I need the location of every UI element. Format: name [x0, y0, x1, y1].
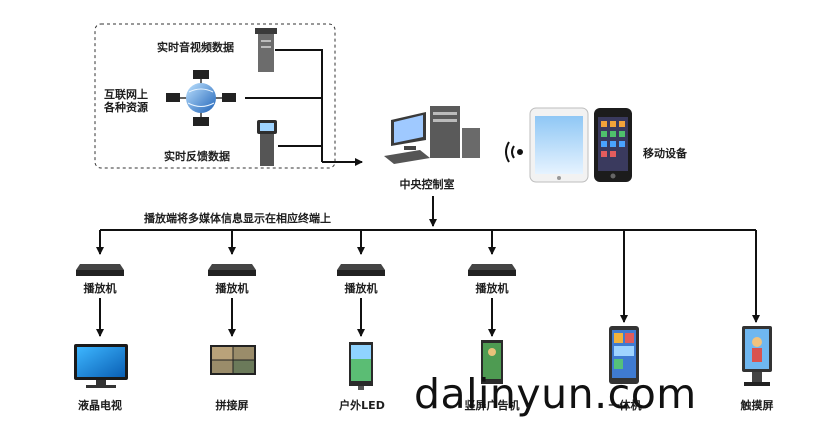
- vertical-ad-screen-icon: [481, 340, 503, 384]
- player-label: 播放机: [475, 282, 509, 295]
- control-room-computer-icon: [384, 106, 480, 164]
- realtime-av-label: 实时音视频数据: [157, 41, 234, 54]
- player-label: 播放机: [344, 282, 378, 295]
- phone-icon: [594, 108, 632, 182]
- internet-resources-line2: 各种资源: [104, 101, 148, 114]
- mobile-devices-label: 移动设备: [643, 147, 687, 160]
- terminal-label-vertical-ad: 竖屏广告机: [464, 399, 520, 412]
- player-box-icon: [208, 264, 256, 276]
- source-group-box: [94, 23, 336, 169]
- realtime-feedback-label: 实时反馈数据: [164, 150, 230, 163]
- tablet-icon: [529, 107, 589, 183]
- terminal-label-lcd-tv: 液晶电视: [78, 399, 122, 412]
- terminal-label-splicing-screen: 拼接屏: [215, 399, 249, 412]
- lcd-tv-icon: [74, 344, 128, 388]
- terminal-label-touch-screen: 触摸屏: [740, 399, 774, 412]
- source-connectors: [245, 49, 363, 166]
- outdoor-led-icon: [349, 342, 373, 390]
- player-box-icon: [468, 264, 516, 276]
- wireless-icon: [505, 141, 523, 163]
- kiosk-icon: [257, 120, 277, 166]
- internet-resources-label: 互联网上 各种资源: [104, 88, 148, 114]
- control-room-label: 中央控制室: [399, 178, 455, 191]
- terminal-label-all-in-one: 一体机: [608, 399, 642, 412]
- watermark: dalinyun.com: [414, 370, 697, 418]
- player-box-icon: [337, 264, 385, 276]
- terminal-label-outdoor-led: 户外LED: [339, 399, 385, 412]
- player-label: 播放机: [215, 282, 249, 295]
- all-in-one-machine-icon: [609, 326, 639, 384]
- broadcast-description: 播放端将多媒体信息显示在相应终端上: [144, 212, 331, 225]
- server-icon: [255, 28, 277, 72]
- globe-network-icon: [166, 70, 236, 126]
- distribution-lines: [96, 196, 760, 337]
- splicing-screen-icon: [210, 345, 256, 375]
- player-box-icon: [76, 264, 124, 276]
- player-label: 播放机: [83, 282, 117, 295]
- internet-resources-line1: 互联网上: [104, 88, 148, 101]
- touch-screen-kiosk-icon: [742, 326, 772, 386]
